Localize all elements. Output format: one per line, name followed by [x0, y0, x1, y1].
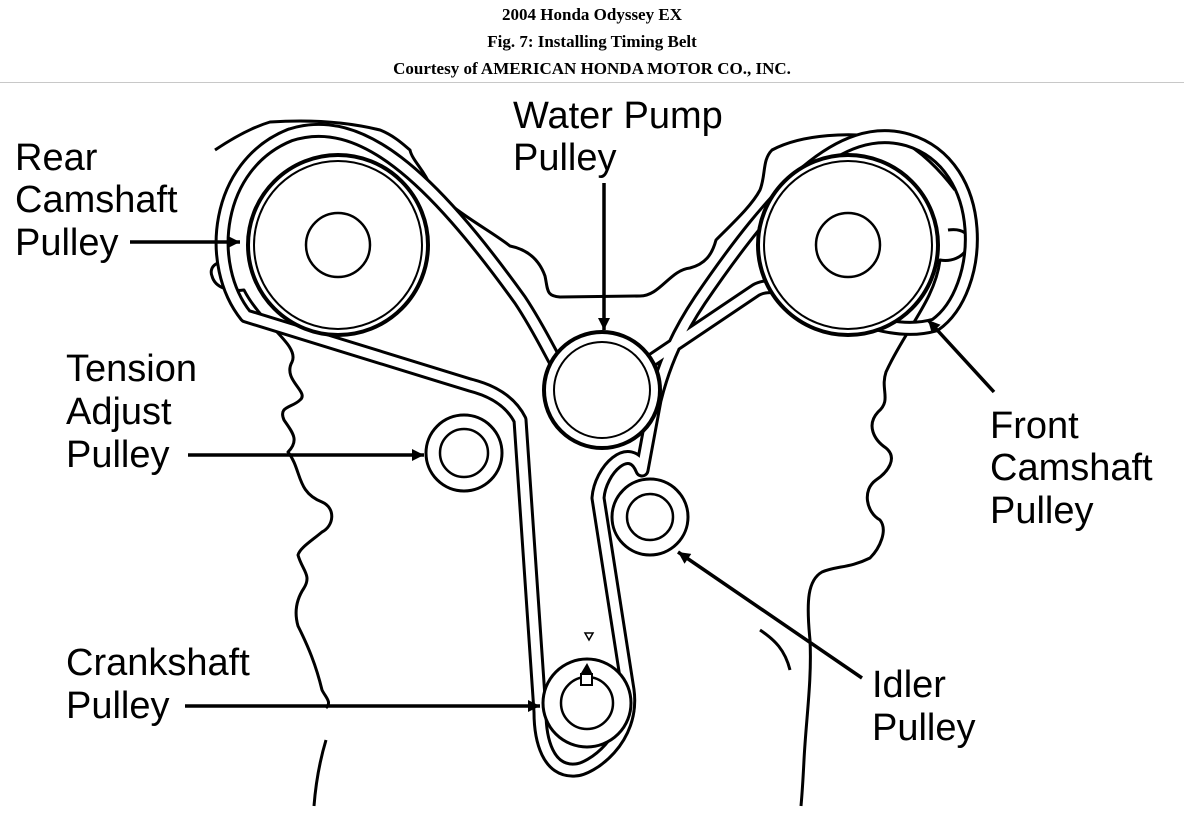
label-tension-adjust-line1: Tension — [66, 348, 197, 390]
timing-mark-icon — [583, 632, 595, 642]
label-tension-adjust-line3: Pulley — [66, 434, 170, 476]
front-camshaft-pulley — [756, 153, 940, 337]
timing-belt — [214, 122, 979, 778]
label-idler: Idler Pulley — [872, 664, 976, 749]
label-water-pump-line2: Pulley — [513, 137, 617, 179]
label-front-camshaft-line2: Camshaft — [990, 447, 1153, 489]
courtesy-line: Courtesy of AMERICAN HONDA MOTOR CO., IN… — [393, 59, 791, 78]
leader-arrows — [130, 183, 996, 712]
label-rear-camshaft: Rear Camshaft Pulley — [15, 137, 188, 264]
label-idler-line1: Idler — [872, 664, 946, 706]
label-front-camshaft: Front Camshaft Pulley — [990, 405, 1163, 532]
tension-adjust-pulley — [424, 413, 504, 493]
idler-pulley — [610, 477, 690, 557]
crankshaft-pulley — [541, 632, 633, 749]
label-crankshaft-line2: Pulley — [66, 685, 170, 727]
label-tension-adjust: Tension Adjust Pulley — [66, 348, 208, 476]
figure-caption: Fig. 7: Installing Timing Belt — [487, 32, 697, 51]
label-tension-adjust-line2: Adjust — [66, 391, 172, 433]
page-header: 2004 Honda Odyssey EX Fig. 7: Installing… — [0, 0, 1184, 83]
label-rear-camshaft-line1: Rear — [15, 137, 98, 179]
document-title: 2004 Honda Odyssey EX — [502, 5, 682, 24]
rear-camshaft-pulley — [246, 153, 430, 337]
label-water-pump-line1: Water Pump — [513, 95, 723, 137]
label-water-pump: Water Pump Pulley — [513, 95, 733, 179]
label-crankshaft: Crankshaft Pulley — [66, 642, 260, 727]
engine-block-outline — [209, 119, 971, 807]
label-crankshaft-line1: Crankshaft — [66, 642, 250, 684]
label-idler-line2: Pulley — [872, 707, 976, 749]
label-front-camshaft-line1: Front — [990, 405, 1079, 447]
label-rear-camshaft-line2: Camshaft — [15, 179, 178, 221]
water-pump-pulley — [542, 330, 662, 450]
label-front-camshaft-line3: Pulley — [990, 490, 1094, 532]
label-rear-camshaft-line3: Pulley — [15, 222, 119, 264]
